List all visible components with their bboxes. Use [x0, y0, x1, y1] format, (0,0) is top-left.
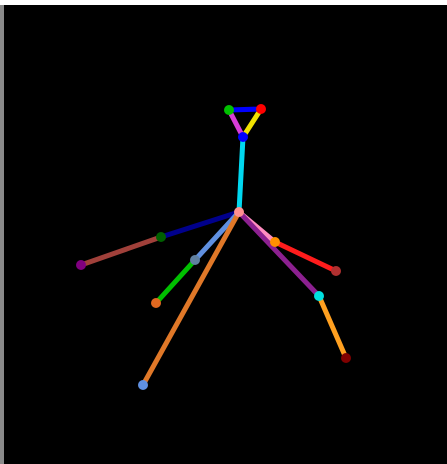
joint-neck: [234, 207, 244, 217]
limb-left-shin: [319, 296, 346, 358]
joint-left-eye: [256, 104, 266, 114]
limb-right-shin: [156, 260, 195, 303]
joint-right-wrist: [76, 260, 86, 270]
joint-left-wrist: [331, 266, 341, 276]
joint-left-elbow: [270, 237, 280, 247]
limb-neck: [239, 137, 243, 212]
joint-right-ankle: [151, 298, 161, 308]
joint-right-knee: [190, 255, 200, 265]
limb-left-thigh: [239, 212, 319, 296]
limb-right-forearm: [81, 237, 161, 265]
joint-right-elbow: [156, 232, 166, 242]
joint-left-ankle: [341, 353, 351, 363]
joint-nose: [238, 132, 248, 142]
joint-foot: [138, 380, 148, 390]
joint-right-eye: [224, 105, 234, 115]
joint-left-knee: [314, 291, 324, 301]
